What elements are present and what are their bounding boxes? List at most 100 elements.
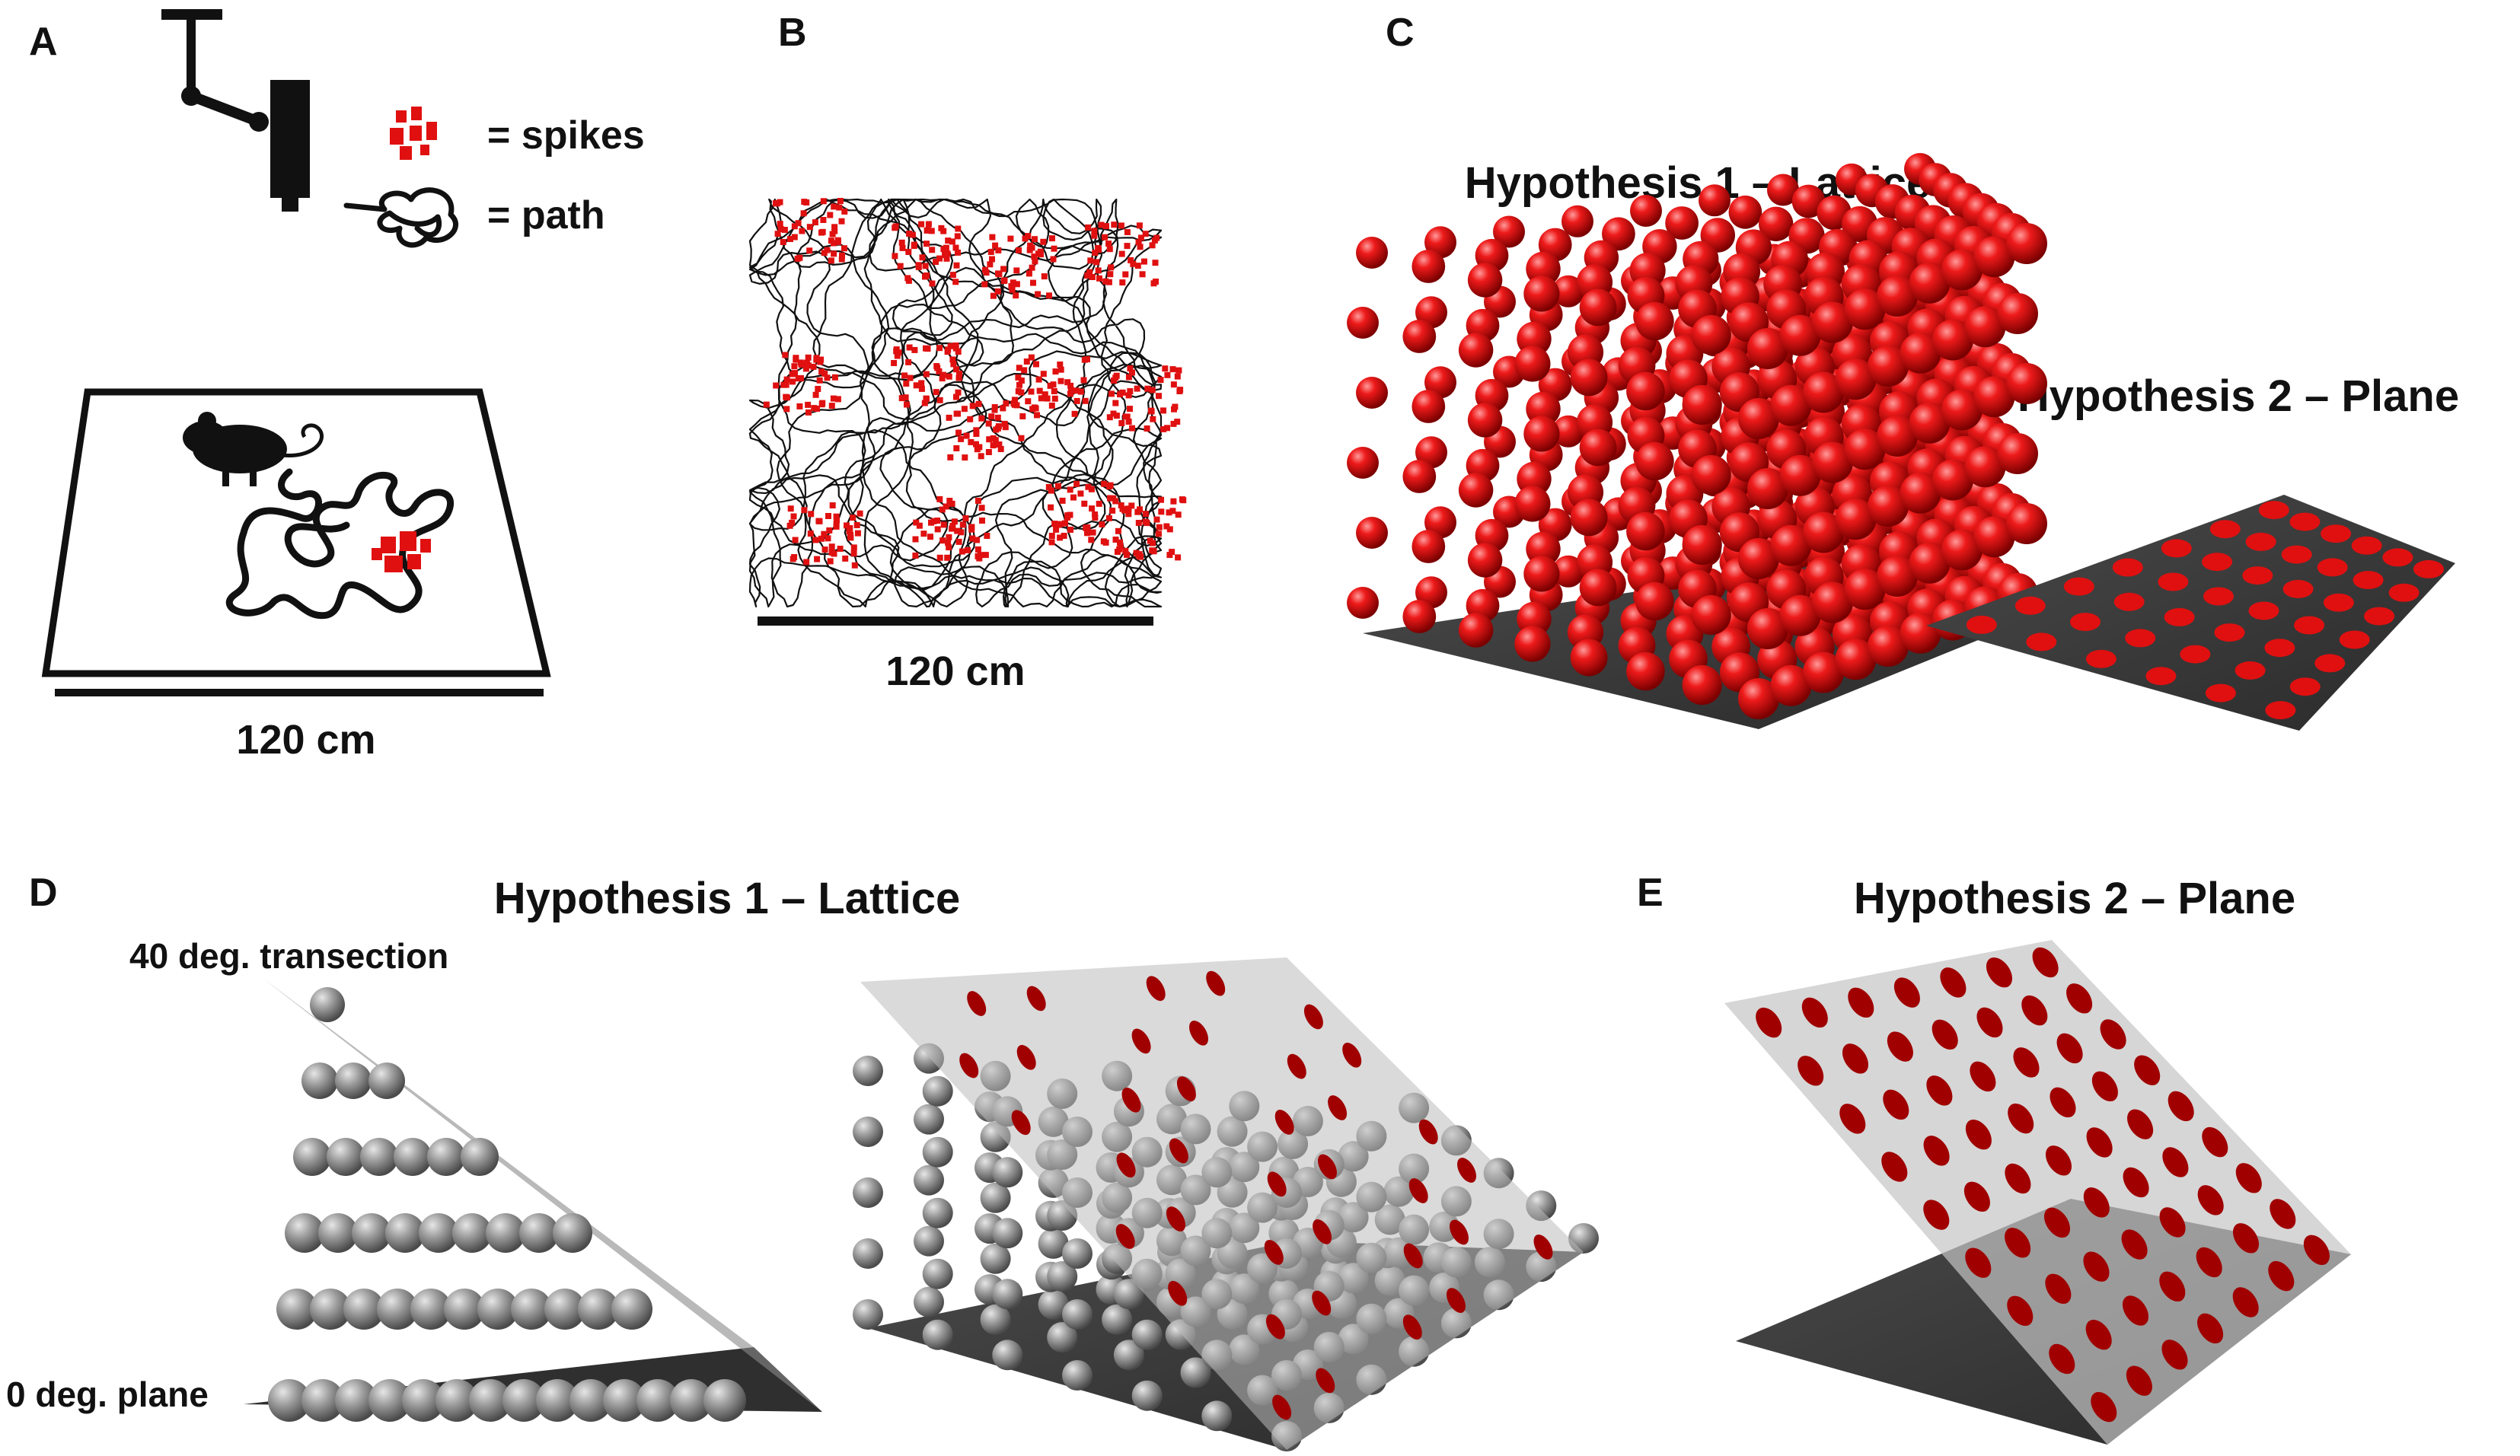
spike-mark	[977, 552, 984, 559]
spike-mark	[1018, 378, 1025, 384]
spike-mark	[1048, 487, 1054, 494]
spike-mark	[952, 244, 959, 251]
spike-mark	[949, 238, 955, 245]
spike-mark	[1172, 403, 1179, 410]
spike-mark	[1156, 524, 1163, 530]
spike-mark	[1118, 222, 1124, 229]
spike-mark	[813, 406, 820, 412]
plane-field	[2265, 701, 2296, 720]
spike-cluster-1	[892, 221, 962, 287]
spike-mark	[1085, 483, 1092, 490]
lattice-sphere	[1900, 612, 1941, 654]
plane-field	[2026, 632, 2057, 652]
spike-mark	[837, 198, 844, 204]
spike-mark	[1124, 229, 1131, 235]
lattice-sphere	[1835, 358, 1877, 400]
spike-mark	[1157, 377, 1164, 384]
side-transection	[263, 978, 822, 1412]
e-field	[2134, 1055, 2161, 1085]
spike-mark	[947, 454, 954, 460]
perspective-sphere	[922, 1136, 953, 1168]
spike-mark	[974, 537, 981, 543]
spike-mark	[978, 505, 985, 511]
plane-field	[2364, 607, 2395, 626]
e-field	[2043, 1207, 2071, 1238]
spike-mark	[1091, 228, 1098, 234]
lattice-sphere	[1812, 441, 1853, 483]
spike-mark	[789, 371, 796, 378]
perspective-field	[967, 991, 987, 1016]
lattice-sphere	[1803, 652, 1844, 693]
spike-mark	[1041, 391, 1048, 398]
spike-mark	[943, 244, 949, 251]
spike-mark	[1175, 511, 1182, 518]
side-sphere	[461, 1138, 499, 1176]
spike-mark	[946, 373, 952, 380]
spike-mark	[985, 449, 992, 455]
lattice-sphere	[1877, 416, 1918, 457]
side-sphere	[519, 1213, 559, 1253]
perspective-sphere	[992, 1157, 1023, 1188]
spike-mark	[1084, 272, 1091, 279]
spike-mark	[944, 250, 951, 257]
lattice-sphere	[1635, 441, 1674, 481]
spike-mark	[807, 530, 814, 537]
spike-mark	[929, 280, 936, 287]
spike-mark	[793, 355, 799, 362]
spike-mark	[1148, 408, 1155, 415]
lattice-sphere	[1868, 346, 1909, 387]
lattice-sphere	[1467, 543, 1503, 578]
spike-mark	[975, 400, 982, 407]
spike-mark	[946, 414, 952, 421]
e-field	[2270, 1199, 2296, 1229]
spike-mark	[1107, 495, 1113, 502]
perspective-field	[1189, 1020, 1208, 1046]
spike-mark	[829, 231, 836, 237]
spike-mark	[923, 371, 930, 378]
spike-mark	[1122, 271, 1129, 278]
lattice-sphere	[1997, 433, 2038, 474]
spike-mark	[1033, 361, 1039, 368]
spike-mark	[814, 556, 821, 562]
spike-mark	[954, 233, 961, 240]
spike-mark	[1051, 388, 1057, 394]
plane-field	[2289, 677, 2321, 696]
e-field	[1970, 1061, 1996, 1092]
spike-mark	[954, 527, 961, 534]
spike-mark	[805, 409, 812, 416]
spike-mark	[795, 220, 802, 227]
perspective-sphere	[1180, 1357, 1211, 1388]
lattice-sphere	[1964, 306, 2006, 348]
lattice-sphere	[1579, 429, 1617, 467]
spike-mark	[922, 263, 929, 269]
spike-mark	[920, 530, 927, 537]
spike-mark	[1026, 270, 1032, 277]
perspective-field	[1316, 1368, 1335, 1394]
spike-mark	[802, 365, 809, 372]
spike-mark	[1103, 223, 1109, 230]
spike-mark	[1134, 385, 1140, 392]
side-sphere	[368, 1379, 411, 1422]
spike-mark	[1051, 395, 1058, 402]
spike-mark	[1021, 367, 1028, 374]
spike-mark	[982, 552, 989, 559]
perspective-sphere	[1062, 1238, 1093, 1269]
spike-mark	[805, 354, 812, 361]
spike-mark	[923, 395, 930, 402]
plane-field	[2180, 645, 2211, 664]
spike-mark	[1129, 369, 1135, 376]
spike-mark	[953, 393, 959, 400]
spike-mark	[1087, 257, 1094, 264]
e-field	[2045, 1273, 2072, 1305]
e-field	[1883, 1089, 1909, 1120]
spike-mark	[796, 254, 803, 261]
perspective-field	[1011, 1110, 1031, 1136]
spike-mark	[1166, 552, 1173, 559]
plane-field	[2323, 593, 2354, 612]
spike-mark	[955, 389, 962, 396]
lattice-sphere	[1552, 275, 1584, 307]
spike-mark	[799, 228, 805, 234]
spike-mark	[1129, 425, 1135, 432]
spike-mark	[815, 386, 821, 392]
lattice-sphere	[1356, 517, 1388, 549]
